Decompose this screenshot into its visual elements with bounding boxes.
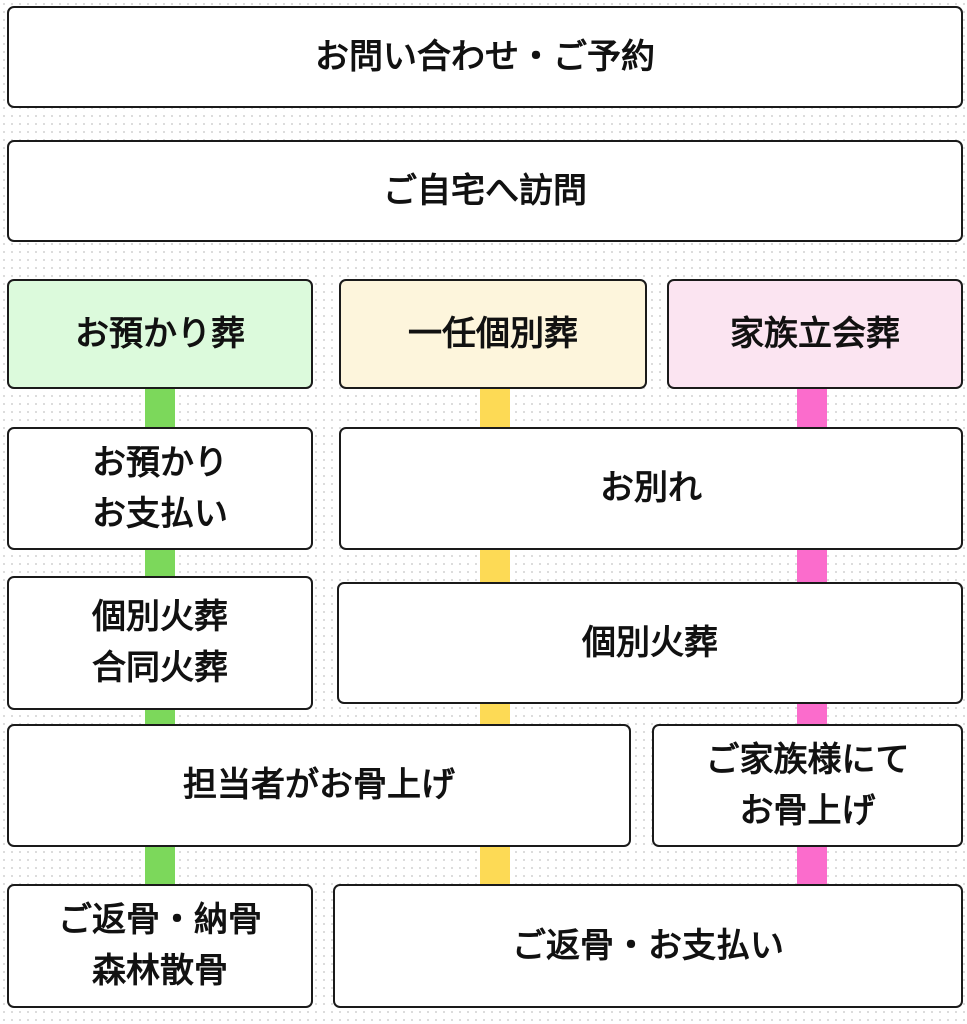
cremation-options-step: 個別火葬 合同火葬 — [7, 576, 313, 710]
azukari-payment-step: お預かり お支払い — [7, 427, 313, 550]
individual-cremation-step: 個別火葬 — [337, 582, 963, 704]
inquiry-reservation-step: お問い合わせ・ご予約 — [7, 6, 963, 108]
plan-ichinin-header: 一任個別葬 — [339, 279, 647, 389]
home-visit-step: ご自宅へ訪問 — [7, 140, 963, 242]
family-bone-pickup-step: ご家族様にて お骨上げ — [652, 724, 963, 847]
return-burial-scatter-step: ご返骨・納骨 森林散骨 — [7, 884, 313, 1008]
plan-azukari-header: お預かり葬 — [7, 279, 313, 389]
return-payment-step: ご返骨・お支払い — [333, 884, 963, 1008]
plan-kazoku-header: 家族立会葬 — [667, 279, 963, 389]
staff-bone-pickup-step: 担当者がお骨上げ — [7, 724, 631, 847]
farewell-step: お別れ — [339, 427, 963, 550]
